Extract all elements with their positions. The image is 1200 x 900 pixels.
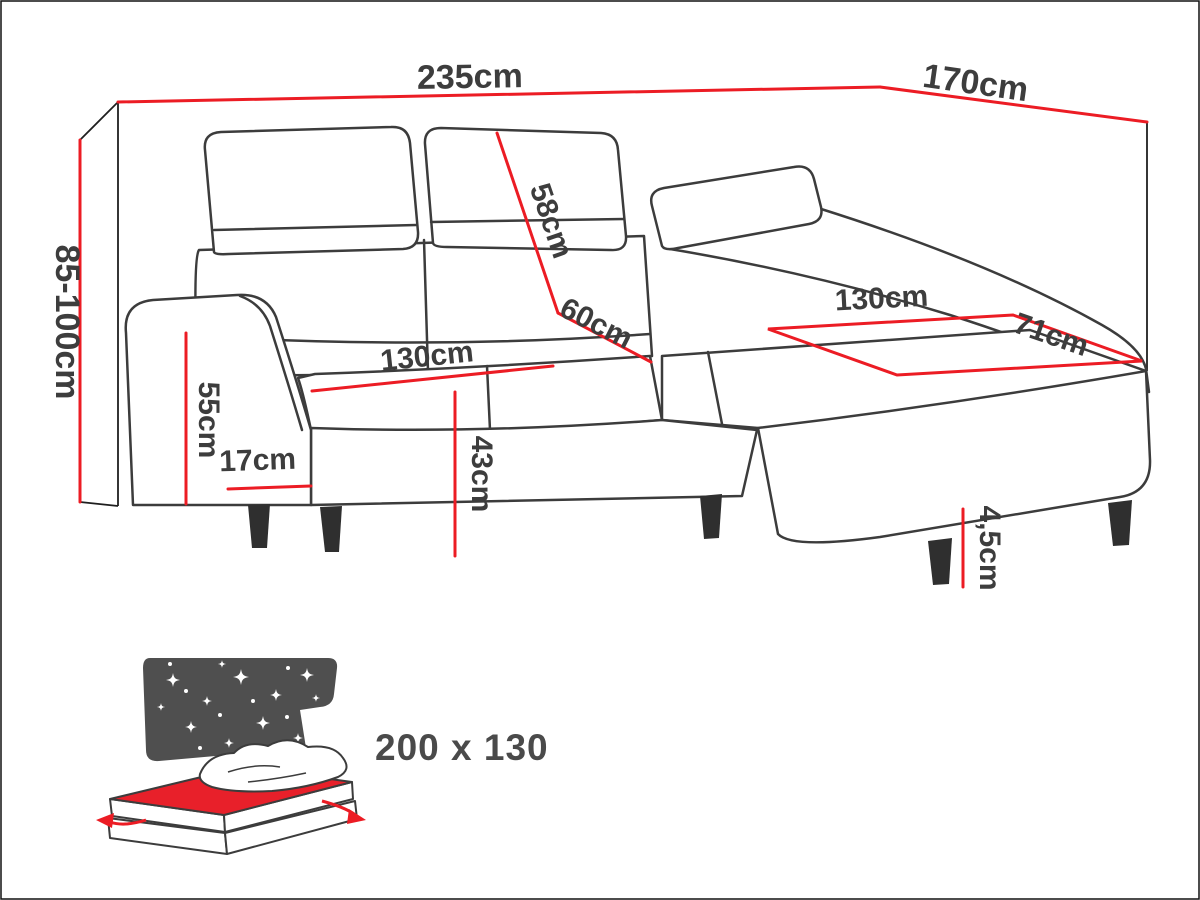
dimension-labels: 235cm 170cm 85-100cm 58cm 60cm 130cm 130… xyxy=(48,57,1093,591)
star-dot xyxy=(218,713,222,717)
label-armrest-width: 17cm xyxy=(219,443,297,479)
unfold-arrow-left-head xyxy=(96,813,114,828)
leg xyxy=(1108,500,1132,546)
leg xyxy=(700,494,722,539)
sleeping-function-icon: 200 x 130 xyxy=(96,658,549,855)
star-dot xyxy=(286,666,290,670)
star-icon xyxy=(185,721,197,733)
star-icon xyxy=(166,673,180,687)
headrest-left-seam xyxy=(212,223,418,232)
construction-bottom-left-diagonal xyxy=(79,501,119,507)
label-leg-height: 4,5cm xyxy=(973,505,1006,590)
star-dot xyxy=(198,746,202,750)
star-dot xyxy=(308,720,312,724)
star-dot xyxy=(184,689,188,693)
sofa-bed-icon xyxy=(107,739,358,855)
label-seat-height: 43cm xyxy=(465,436,498,513)
leg xyxy=(928,538,952,585)
stars xyxy=(157,660,320,750)
star-icon xyxy=(270,689,282,701)
dimension-line-width-top xyxy=(116,85,882,104)
star-icon xyxy=(224,738,234,748)
chaise-seat-seam xyxy=(706,350,724,426)
unfold-arrows xyxy=(96,799,366,828)
armrest-inner-edge xyxy=(238,294,304,432)
sleeping-size-label: 200 x 130 xyxy=(375,727,549,768)
dimension-line-backrest xyxy=(495,131,560,315)
sofa-drawing xyxy=(124,125,1152,585)
sofa-legs xyxy=(248,494,1132,585)
night-sky-icon xyxy=(143,658,338,762)
label-height-range: 85-100cm xyxy=(48,244,86,399)
star-icon xyxy=(233,669,249,685)
label-depth-top: 170cm xyxy=(920,57,1030,109)
star-icon xyxy=(300,668,314,682)
star-icon xyxy=(202,696,212,706)
seat-cushion-seam xyxy=(485,364,492,432)
dimension-line-armrest-width xyxy=(226,484,313,491)
headrest-left xyxy=(203,125,420,256)
headrest-chaise xyxy=(650,165,823,251)
construction-lines xyxy=(79,101,1148,507)
chaise-body xyxy=(660,328,1152,544)
backrest-seam xyxy=(422,238,430,374)
construction-top-left-diagonal xyxy=(79,101,119,141)
dimension-line-seat-width xyxy=(310,364,555,393)
unfold-arrow-right-head xyxy=(347,809,366,824)
inner-dimension-lines xyxy=(184,131,1143,589)
dimension-line-depth-top xyxy=(878,85,1149,124)
sofa-base xyxy=(309,418,759,507)
armrest-left xyxy=(124,293,313,507)
leg xyxy=(248,504,270,548)
leg xyxy=(320,506,342,552)
star-dot xyxy=(168,662,172,666)
star-icon xyxy=(256,716,270,730)
star-dot xyxy=(251,699,255,703)
star-icon xyxy=(293,733,303,743)
star-icon xyxy=(218,660,226,668)
star-dot xyxy=(285,715,289,719)
chaise-seat-front-edge xyxy=(756,369,1148,430)
duvet-fold xyxy=(247,772,307,783)
dimension-line-seat-depth xyxy=(556,311,653,364)
outer-dimension-lines xyxy=(78,85,1149,504)
star-icon xyxy=(312,694,320,702)
duvet-fold xyxy=(227,765,281,773)
dimension-outline-chaise-seat xyxy=(767,313,1143,377)
star-icon xyxy=(157,703,165,711)
label-armrest-height: 55cm xyxy=(192,382,225,459)
label-chaise-length: 130cm xyxy=(834,280,929,318)
label-width-top: 235cm xyxy=(417,57,524,97)
